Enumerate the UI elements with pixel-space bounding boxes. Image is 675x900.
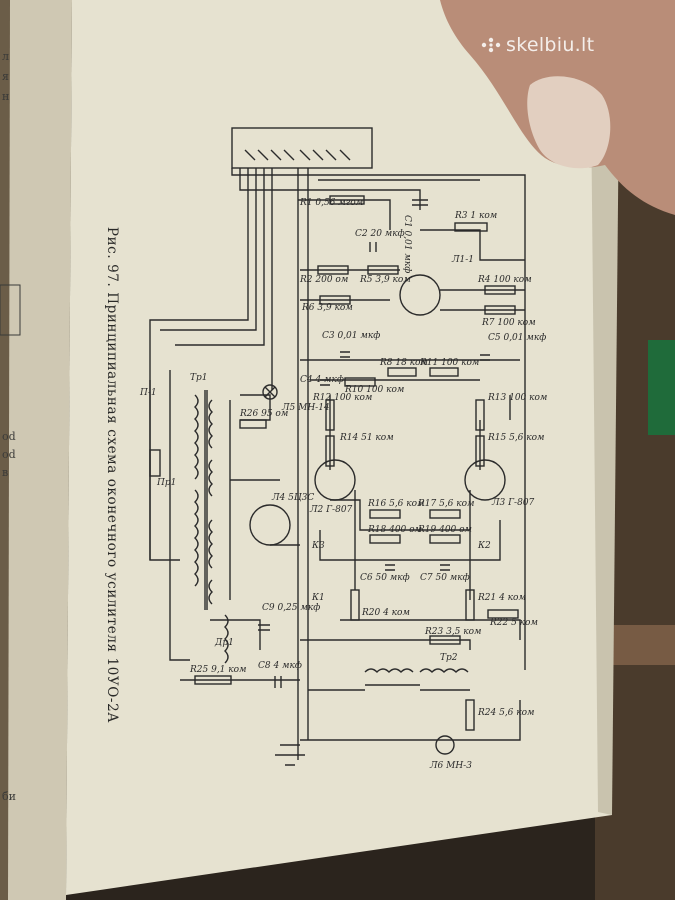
label-r12: R12 100 ком <box>312 393 372 403</box>
label-r25: R25 9,1 ком <box>189 665 247 675</box>
tube-l1 <box>399 274 441 316</box>
left-page <box>0 0 72 900</box>
tube-l2 <box>314 459 356 501</box>
figure-caption: Рис. 97. Принципиальная схема оконечного… <box>104 226 120 724</box>
watermark: skelbiu.lt <box>480 34 594 56</box>
label-r18: R18 400 ом <box>367 525 422 535</box>
label-k1: К1 <box>311 593 325 603</box>
label-r6: R6 3,9 ком <box>301 303 353 313</box>
label-c3: C3 0,01 мкф <box>322 331 380 341</box>
page-edges <box>590 0 620 815</box>
label-l2: Л2 Г-807 <box>309 505 353 515</box>
label-a1: Л1-1 <box>451 255 474 265</box>
thumbnail-nail <box>527 76 611 169</box>
label-r5: R5 3,9 ком <box>359 275 411 285</box>
label-c7: C7 50 мкф <box>420 573 470 583</box>
label-r11: R11 100 ком <box>419 358 479 368</box>
label-r3: R3 1 ком <box>454 211 497 221</box>
main-page <box>66 0 612 895</box>
label-c1: C1 0,01 мкф <box>402 215 412 273</box>
svg-text:в: в <box>2 466 8 479</box>
label-tr2: Тр2 <box>440 653 458 663</box>
neon-lamp <box>435 735 455 755</box>
tube-l3 <box>464 459 506 501</box>
label-sw: П-1 <box>139 388 157 398</box>
label-r15: R15 5,6 ком <box>487 433 545 443</box>
skelbiu-logo-icon <box>481 37 501 53</box>
label-r7: R7 100 ком <box>481 318 536 328</box>
svg-text:я: я <box>2 70 9 83</box>
label-c8: C8 4 мкф <box>258 661 302 671</box>
label-k2: К2 <box>477 541 491 551</box>
label-l3: Л3 Г-807 <box>491 498 535 508</box>
resistor <box>329 195 365 205</box>
svg-text:би: би <box>2 790 16 803</box>
label-l4: Л4 5Ц3С <box>271 493 314 503</box>
label-r16: R16 5,6 ком <box>367 499 425 509</box>
label-r2: R2 200 ом <box>299 275 348 285</box>
label-r19: R19 400 ом <box>417 525 472 535</box>
book-spine-edge <box>0 0 10 900</box>
label-r8: R8 18 ком <box>379 358 428 368</box>
left-page-text: лян od od в би <box>2 50 16 803</box>
tube-l4 <box>249 504 291 546</box>
connector-block <box>231 127 373 169</box>
svg-text:od: od <box>2 430 16 443</box>
label-r23: R23 3,5 ком <box>424 627 482 637</box>
label-r21: R21 4 ком <box>477 593 526 603</box>
green-object <box>648 340 675 435</box>
label-c2: C2 20 мкф <box>355 229 405 239</box>
label-r20: R20 4 ком <box>361 608 410 618</box>
label-c4: C4 4 мкф <box>300 375 344 385</box>
choke-coil <box>224 614 229 664</box>
label-c5: C5 0,01 мкф <box>488 333 546 343</box>
label-r1: R1 0,56 мгом <box>299 198 363 208</box>
label-r10: R10 100 ком <box>344 385 404 395</box>
label-r14: R14 51 ком <box>339 433 394 443</box>
schematic-labels: R1 0,56 мгом C1 0,01 мкф R3 1 ком C2 20 … <box>139 198 547 771</box>
label-neon: Л6 МН-3 <box>429 761 472 771</box>
label-pr: Пр1 <box>156 478 176 488</box>
label-r13: R13 100 ком <box>487 393 547 403</box>
label-r4: R4 100 ком <box>477 275 532 285</box>
label-r17: R17 5,6 ком <box>417 499 475 509</box>
watermark-text: skelbiu.lt <box>506 34 595 56</box>
lamp <box>262 384 278 400</box>
label-c6: C6 50 мкф <box>360 573 410 583</box>
fuse <box>149 449 161 477</box>
label-dr1: Др1 <box>214 638 234 648</box>
label-r26: R26 95 ом <box>239 409 288 419</box>
label-c9: C9 0,25 мкф <box>262 603 320 613</box>
label-r24: R24 5,6 ком <box>477 708 535 718</box>
label-r22: R22 5 ком <box>489 618 538 628</box>
label-lamp: Л5 МН-14 <box>281 403 330 413</box>
schematic <box>149 127 526 766</box>
label-k3: К3 <box>311 541 325 551</box>
svg-text:л: л <box>2 50 9 63</box>
svg-text:н: н <box>2 90 9 103</box>
ground-symbol <box>275 744 305 766</box>
left-page-box <box>0 284 21 336</box>
svg-text:od: od <box>2 448 16 461</box>
label-tr1: Тр1 <box>190 373 208 383</box>
